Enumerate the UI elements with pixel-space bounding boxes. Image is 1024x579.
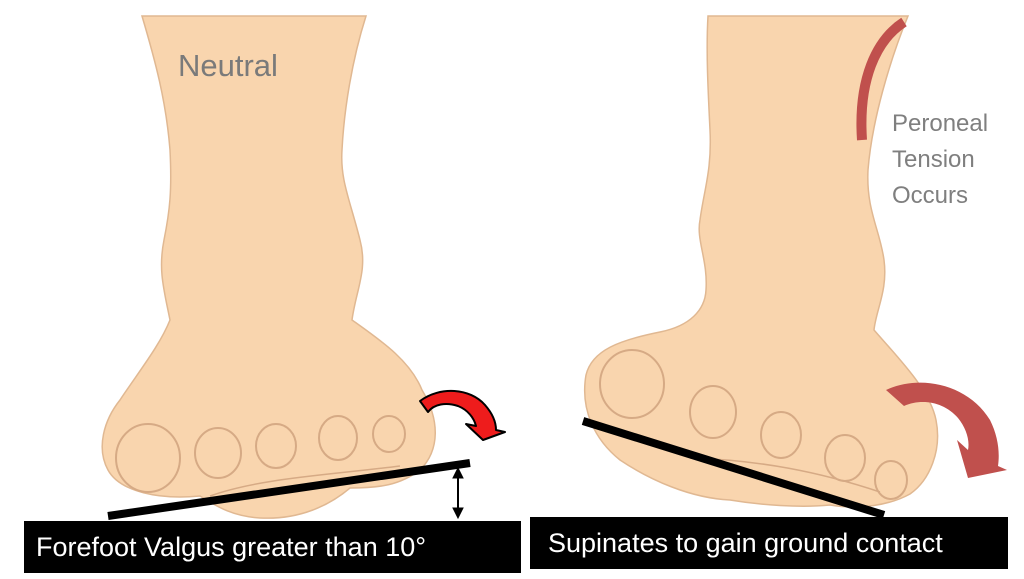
right-rotation-arrow-icon: [886, 382, 1007, 478]
left-forefoot-plane-line: [107, 459, 471, 520]
right-foot: [581, 15, 1007, 519]
right-forefoot-plane-line: [581, 417, 886, 519]
left-toe-1: [115, 423, 181, 493]
right-toe-2: [689, 385, 737, 439]
left-leg-outline: [101, 15, 436, 519]
tension-arc-icon: [856, 17, 907, 141]
right-toe-3: [760, 411, 802, 459]
left-toes: [115, 415, 406, 493]
peroneal-tension-label: Peroneal Tension Occurs: [892, 106, 1022, 214]
tension-label-line-1: Peroneal: [892, 110, 989, 137]
left-toe-5: [372, 415, 406, 453]
left-rotation-arrow-icon: [419, 389, 506, 441]
right-toe-4: [824, 434, 866, 482]
left-toe-3: [255, 423, 297, 469]
right-leg-outline: [583, 15, 939, 508]
left-toe-2: [194, 427, 242, 479]
left-toe-4: [318, 415, 358, 461]
tension-label-line-3: Occurs: [892, 182, 969, 209]
double-headed-vertical-arrow-icon: [452, 466, 464, 520]
left-sole-line: [209, 465, 401, 497]
tension-label-line-2: Tension: [892, 146, 975, 173]
right-toe-1: [599, 349, 665, 419]
right-toes: [599, 349, 908, 500]
left-foot: [101, 15, 506, 520]
forefoot-valgus-caption: Forefoot Valgus greater than 10°: [24, 521, 521, 573]
neutral-label: Neutral: [178, 48, 278, 83]
supinates-caption: Supinates to gain ground contact: [530, 517, 1008, 569]
right-toe-5: [874, 460, 908, 500]
